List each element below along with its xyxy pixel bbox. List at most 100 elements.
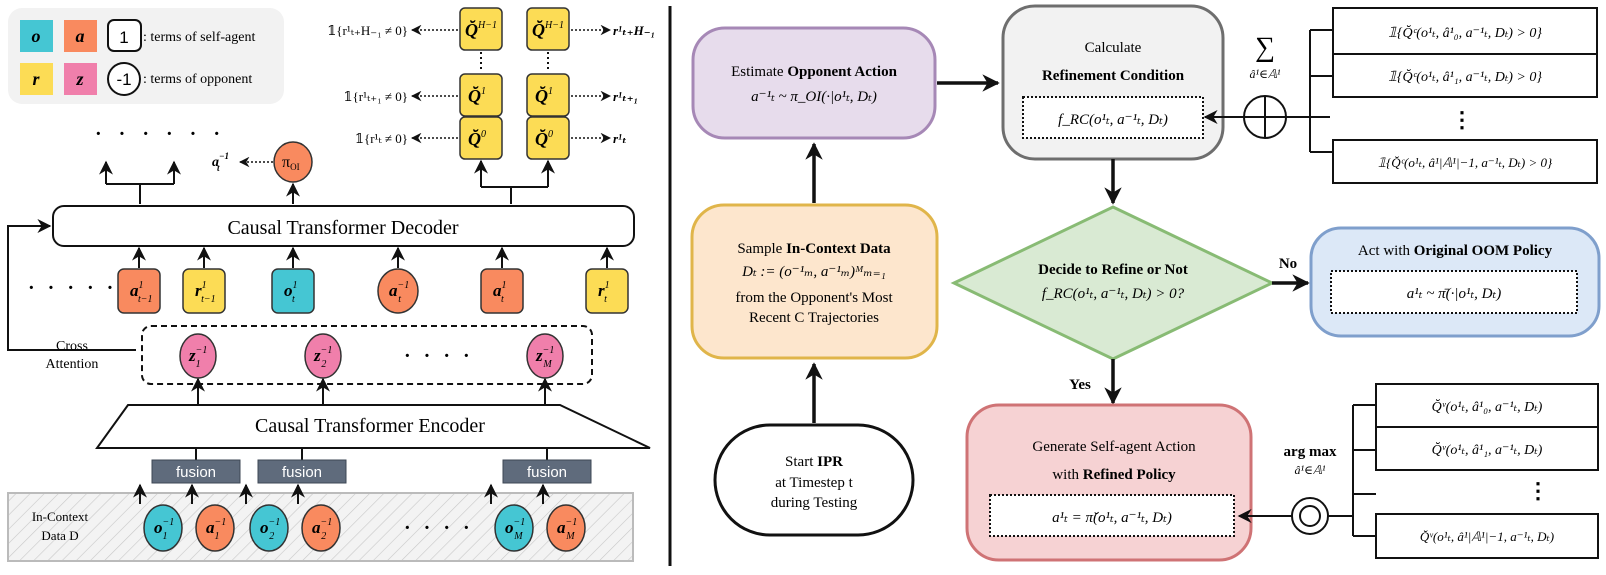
legend-swatch-latent	[64, 63, 97, 95]
generate-formula-box	[989, 494, 1235, 537]
pi-oi-head	[273, 141, 313, 183]
condition-term-last	[1332, 139, 1598, 184]
decide-refine-diamond	[950, 205, 1276, 361]
decide-title: Decide to Refine or Not	[1038, 262, 1188, 278]
estimate-title: Estimate Opponent Action	[731, 64, 898, 80]
q-heads: Q̆H−1 Q̆1 Q̆0 Q̆H−1 Q̆1 Q̆0 𝟙{r¹ₜ₊H₋₁ ≠ …	[327, 7, 655, 160]
calculate-title: Refinement Condition	[1042, 68, 1185, 84]
value-vdots: ⋮	[1527, 478, 1549, 503]
sample-title: Sample In-Context Data	[737, 241, 891, 257]
legend-self-marker-text: 1	[119, 28, 128, 47]
sum-symbol: ∑	[1255, 32, 1275, 63]
fusion-blocks: fusion fusion fusion	[151, 448, 592, 484]
latent-group	[141, 325, 593, 385]
decoder-input-ellipsis: · · · · ·	[28, 277, 117, 299]
condition-term-last-text: 𝟙{Q̆ᶜ(o¹ₜ, â¹|𝔸¹|−1, a⁻¹ₜ, Dₜ) > 0}	[1378, 155, 1553, 170]
q-c-head-0	[459, 116, 503, 160]
q-c-head-1	[459, 73, 503, 117]
q-v-head-h-1	[526, 7, 570, 51]
original-formula: a¹ₜ ~ π̄(·|o¹ₜ, Dₜ)	[1407, 286, 1501, 302]
value-term-1-text: Q̆ᵛ(o¹ₜ, â¹₁, a⁻¹ₜ, Dₜ)	[1432, 442, 1543, 458]
sum-subscript: â¹∈𝔸¹	[1250, 67, 1281, 81]
calculate-formula: f_RC(o¹ₜ, a⁻¹ₜ, Dₜ)	[1058, 112, 1168, 128]
calculate-line1: Calculate	[1085, 40, 1142, 56]
estimate-opponent-action-box	[691, 26, 937, 140]
context-ellipsis: · · · ·	[404, 517, 474, 539]
pi-oi-label: πOI	[282, 154, 300, 172]
generate-line1: Generate Self-agent Action	[1032, 439, 1196, 455]
generate-formula: a¹ₜ = π̆(o¹ₜ, a⁻¹ₜ, Dₜ)	[1052, 510, 1172, 526]
causal-transformer-decoder	[52, 205, 635, 247]
context-token	[301, 504, 341, 552]
q-v-output-1: r¹ₜ₊₁	[613, 89, 638, 104]
decoder-input-token	[117, 268, 161, 314]
decoder-input-token	[377, 268, 419, 314]
legend-self-label: : terms of self-agent	[143, 30, 255, 45]
latent-token	[179, 333, 217, 379]
value-term-last-text: Q̆ᵛ(o¹ₜ, â¹|𝔸¹|−1, a⁻¹ₜ, Dₜ)	[1420, 529, 1554, 544]
decide-formula: f_RC(o¹ₜ, a⁻¹ₜ, Dₜ) > 0?	[1042, 286, 1185, 302]
value-term-1	[1375, 426, 1599, 471]
in-context-label-1: In-Context	[32, 509, 89, 524]
sample-in-context-data-box	[690, 203, 939, 360]
argmax-label: arg max	[1284, 444, 1337, 460]
context-token	[249, 504, 289, 552]
legend-swatch-rew-label: r	[32, 69, 40, 89]
original-title: Act with Original OOM Policy	[1358, 243, 1553, 259]
q-v-head-0	[526, 116, 570, 160]
legend: o a r z 1 : terms of self-agent -1 : ter…	[8, 8, 284, 104]
decoder-label: Causal Transformer Decoder	[227, 217, 458, 239]
fusion-block	[502, 459, 592, 484]
value-term-0	[1375, 383, 1599, 428]
condition-term-0	[1332, 7, 1598, 55]
fusion-block	[257, 459, 347, 484]
q-v-output-0: r¹ₜ	[613, 131, 627, 146]
value-term-last	[1375, 513, 1599, 559]
q-c-output-h-1: 𝟙{r¹ₜ₊H₋₁ ≠ 0}	[327, 23, 408, 38]
decoder-input-token	[271, 268, 315, 314]
q-v-output-h-1: r¹ₜ₊H₋₁	[613, 23, 655, 38]
fusion-label: fusion	[282, 464, 322, 481]
encoder-label: Causal Transformer Encoder	[255, 415, 485, 437]
legend-opp-marker	[107, 62, 141, 96]
context-token	[143, 504, 183, 552]
start-line3: during Testing	[771, 495, 858, 511]
context-token	[195, 504, 235, 552]
condition-term-0-text: 𝟙{Q̆ᶜ(o¹ₜ, â¹₀, a⁻¹ₜ, Dₜ) > 0}	[1388, 25, 1542, 41]
fusion-label: fusion	[527, 464, 567, 481]
legend-opp-marker-text: -1	[116, 70, 131, 89]
causal-transformer-encoder	[95, 404, 651, 449]
legend-swatch-act-label: a	[76, 26, 85, 46]
in-context-label-2: Data D	[41, 528, 78, 543]
calculate-formula-box	[1022, 96, 1204, 139]
sample-line3: from the Opponent's Most	[735, 290, 893, 306]
latent-token	[526, 333, 564, 379]
top-ellipsis: · · · · · ·	[95, 123, 226, 145]
context-token	[546, 504, 586, 552]
legend-swatch-act	[64, 20, 97, 52]
sample-formula: Dₜ := (o⁻¹ₘ, a⁻¹ₘ)ᴹₘ₌₁	[741, 264, 886, 280]
fusion-label: fusion	[176, 464, 216, 481]
latent-token	[304, 333, 342, 379]
cross-attention-label-1: Cross	[56, 339, 88, 354]
generate-title: with Refined Policy	[1052, 467, 1176, 483]
q-c-head-h-1	[459, 7, 503, 51]
condition-vdots: ⋮	[1451, 107, 1473, 132]
